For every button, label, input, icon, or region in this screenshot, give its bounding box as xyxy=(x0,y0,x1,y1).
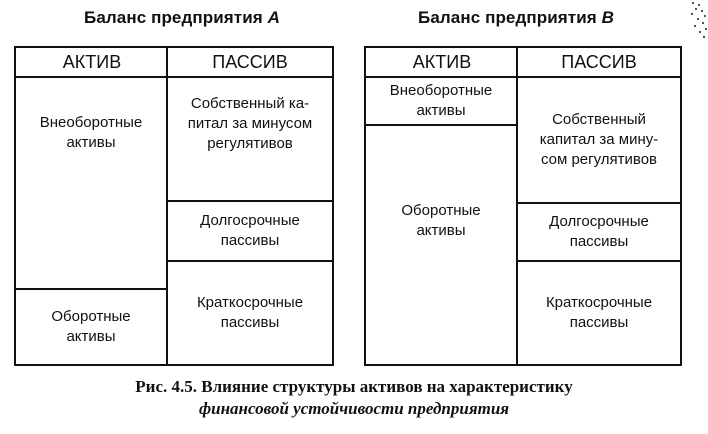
balance-b-noncurrent-assets: Внеоборотные активы xyxy=(366,78,516,124)
balance-a-assets-split xyxy=(16,288,168,290)
balance-a-current-assets: Оборотные активы xyxy=(16,290,166,364)
balance-a-assets-header: АКТИВ xyxy=(16,48,168,78)
balance-b-short-term: Краткосрочные пассивы xyxy=(518,262,680,364)
balance-a-equity: Собственный ка- питал за минусом регулят… xyxy=(168,78,332,170)
balance-b-table: АКТИВ ПАССИВ Внеоборотные активы Оборотн… xyxy=(364,46,682,366)
balance-a-liabilities-header: ПАССИВ xyxy=(168,48,332,78)
balance-b-current-assets-label: Оборотные активы xyxy=(401,202,481,239)
balance-b-liabilities-header: ПАССИВ xyxy=(518,48,680,78)
balance-b-liab-split-1 xyxy=(518,202,680,204)
balance-b-equity-label: Собственный капитал за мину- сом регулят… xyxy=(539,111,659,168)
balance-b-long-term-label: Долгосрочные пассивы xyxy=(549,213,649,250)
balance-b-letter: В xyxy=(601,8,615,27)
balance-a-liab-split-2 xyxy=(168,260,332,262)
balance-a-long-term: Долгосрочные пассивы xyxy=(168,202,332,260)
balance-a-current-assets-label: Оборотные активы xyxy=(51,308,131,345)
balance-b-short-term-label: Краткосрочные пассивы xyxy=(545,294,653,331)
balance-b-assets-header: АКТИВ xyxy=(366,48,518,78)
balance-a-long-term-label: Долгосрочные пассивы xyxy=(200,212,300,249)
balance-a-equity-label: Собственный ка- питал за минусом регулят… xyxy=(187,95,313,152)
caption-line-2: финансовой устойчивости предприятия xyxy=(198,399,510,418)
balance-a-divider xyxy=(166,48,168,364)
balance-b-title-text: Баланс предприятия xyxy=(418,8,597,27)
scan-noise xyxy=(691,2,707,38)
balance-a-noncurrent-assets-label: Внеоборотные активы xyxy=(39,114,143,151)
balance-b-title: Баланс предприятия В xyxy=(418,8,614,28)
balance-b-noncurrent-assets-label: Внеоборотные активы xyxy=(389,82,493,119)
caption-line-1: Рис. 4.5. Влияние структуры активов на х… xyxy=(135,377,573,396)
balance-b-liab-split-2 xyxy=(518,260,680,262)
balance-a-liab-split-1 xyxy=(168,200,332,202)
balance-b-equity: Собственный капитал за мину- сом регулят… xyxy=(518,78,680,202)
balance-a-short-term-label: Краткосрочные пассивы xyxy=(196,294,304,331)
balance-b-current-assets: Оборотные активы xyxy=(366,126,516,316)
balance-b-assets-split xyxy=(366,124,518,126)
balance-a-short-term: Краткосрочные пассивы xyxy=(168,262,332,364)
balance-b-divider xyxy=(516,48,518,364)
figure-caption: Рис. 4.5. Влияние структуры активов на х… xyxy=(0,376,708,420)
balance-a-table: АКТИВ ПАССИВ Внеоборотные активы Оборотн… xyxy=(14,46,334,366)
balance-a-title: Баланс предприятия А xyxy=(84,8,280,28)
balance-b-long-term: Долгосрочные пассивы xyxy=(518,204,680,260)
balance-a-letter: А xyxy=(267,8,281,27)
balance-a-title-text: Баланс предприятия xyxy=(84,8,263,27)
balance-a-noncurrent-assets: Внеоборотные активы xyxy=(16,78,166,188)
